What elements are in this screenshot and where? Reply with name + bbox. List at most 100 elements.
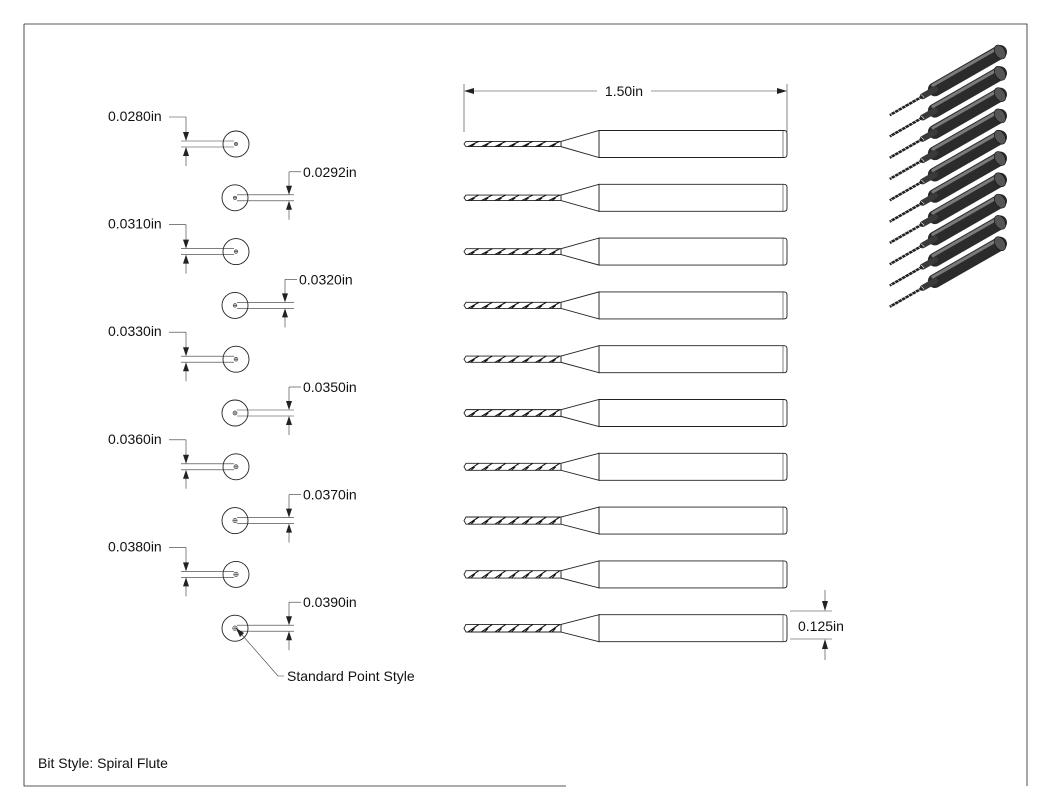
iso-taper [919, 192, 938, 206]
iso-bit-7 [889, 172, 1007, 245]
iso-shank-end [993, 66, 1007, 81]
diameter-label: 0.0360in [108, 431, 162, 447]
taper [560, 237, 600, 266]
diameter-label: 0.0350in [303, 379, 357, 395]
iso-taper [919, 235, 938, 249]
drill-bit-side-10 [463, 614, 788, 643]
iso-shank [927, 87, 1007, 139]
iso-shank-end [993, 215, 1007, 230]
point-style-label: Standard Point Style [287, 668, 415, 684]
diameter-label: 0.0330in [108, 323, 162, 339]
iso-shank-highlight [931, 174, 1000, 215]
iso-shank [927, 108, 1007, 161]
arrowhead [183, 454, 189, 464]
spiral-flute [467, 301, 561, 309]
taper [560, 345, 600, 374]
iso-spiral [889, 286, 925, 308]
spiral-flute [467, 194, 561, 202]
diameter-dimension: 0.0280in [108, 108, 234, 166]
diameter-dimension: 0.0320in [237, 271, 353, 328]
iso-bit-4 [889, 108, 1007, 181]
end-view-6: 0.0350in [221, 379, 357, 435]
shank-diameter-dimension: 0.125in [790, 590, 844, 660]
arrowhead [286, 616, 292, 626]
overall-length-label: 1.50in [605, 83, 643, 99]
arrowhead [183, 577, 189, 587]
spiral-flute [467, 248, 561, 256]
shank [598, 130, 788, 158]
iso-flute [889, 158, 924, 181]
taper [560, 614, 600, 643]
iso-shank-end [993, 44, 1007, 60]
drill-bit-side-4 [463, 291, 788, 320]
iso-bit-2 [889, 66, 1007, 138]
taper [560, 398, 600, 428]
iso-taper [919, 171, 938, 185]
iso-shank-highlight [931, 110, 1000, 151]
arrowhead [286, 523, 292, 533]
taper [560, 452, 600, 481]
iso-spiral [889, 115, 925, 138]
flute [463, 462, 562, 471]
iso-taper [919, 150, 938, 164]
end-view-10: 0.0390in [221, 594, 357, 651]
diameter-dimension: 0.0390in [237, 594, 357, 651]
flute [463, 301, 562, 309]
iso-bit-10 [889, 236, 1007, 308]
arrowhead [183, 362, 189, 372]
iso-spiral [889, 201, 925, 223]
iso-flute [889, 265, 924, 287]
iso-flute [889, 137, 924, 159]
diameter-dimension: 0.0350in [237, 379, 357, 435]
arrowhead [183, 254, 189, 264]
iso-taper [919, 277, 938, 291]
flute [463, 623, 562, 633]
iso-flute [889, 244, 924, 266]
end-view-1: 0.0280in [108, 108, 250, 166]
taper [560, 506, 600, 535]
shank [598, 506, 788, 535]
arrowhead [286, 508, 292, 518]
diameter-label: 0.0380in [108, 538, 162, 554]
iso-flute [889, 286, 924, 308]
iso-shank [927, 194, 1007, 246]
taper [560, 291, 600, 320]
drill-bit-side-8 [463, 506, 788, 535]
arrowhead [183, 147, 189, 156]
iso-shank [927, 45, 1007, 97]
iso-bit-3 [889, 87, 1007, 159]
iso-spiral [889, 222, 925, 244]
iso-spiral [889, 243, 925, 265]
diameter-dimension: 0.0292in [237, 164, 357, 220]
arrowhead [183, 239, 189, 249]
drill-bit-side-7 [463, 452, 788, 481]
spiral-flute [467, 409, 561, 417]
arrowhead [282, 308, 288, 318]
arrowhead [286, 401, 292, 410]
diameter-label: 0.0370in [303, 487, 357, 503]
drill-bit-side-6 [463, 398, 788, 428]
iso-spiral [889, 94, 925, 116]
taper [560, 129, 600, 159]
end-view-9: 0.0380in [108, 538, 250, 597]
flute [463, 516, 562, 525]
spiral-flute [467, 140, 561, 148]
iso-shank-highlight [931, 153, 1000, 194]
arrowhead [183, 132, 189, 141]
iso-shank [927, 215, 1007, 267]
iso-flute [889, 222, 924, 245]
shank [598, 183, 788, 212]
iso-taper [919, 128, 938, 142]
iso-shank-end [993, 129, 1007, 145]
end-view-8: 0.0370in [221, 487, 357, 543]
iso-shank [927, 236, 1007, 288]
iso-shank-highlight [931, 195, 1000, 236]
iso-shank-end [993, 193, 1007, 209]
diameter-dimension: 0.0330in [108, 323, 234, 382]
iso-taper [919, 86, 938, 100]
iso-taper [919, 214, 938, 228]
flute [463, 570, 562, 579]
iso-flute [889, 201, 924, 223]
iso-flute [889, 116, 924, 138]
iso-shank-end [993, 236, 1007, 251]
